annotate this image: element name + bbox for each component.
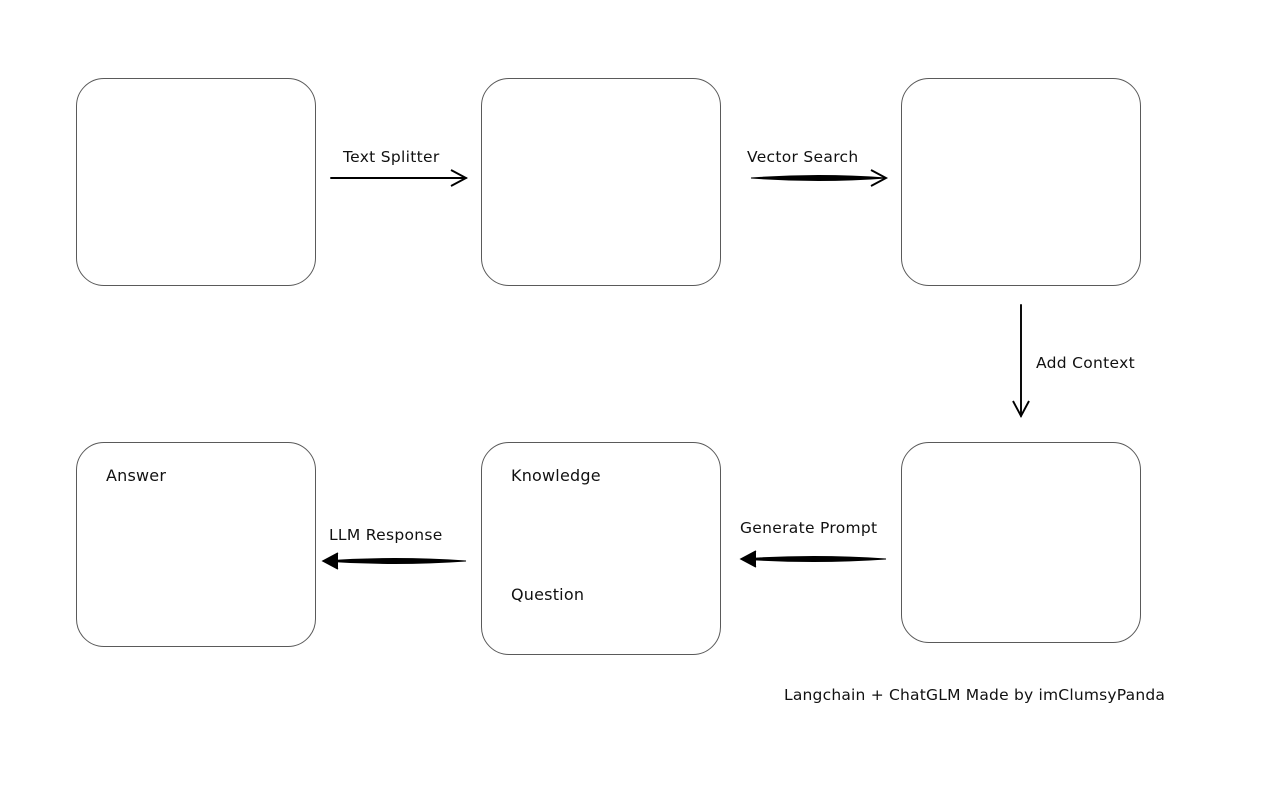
node-vector-matched-chunks: [901, 78, 1141, 286]
edge-label-llm-response: LLM Response: [329, 526, 443, 544]
node-source-document: [76, 78, 316, 286]
edge-label-add-context: Add Context: [1036, 354, 1135, 372]
edge-llm-response-arrowhead: [321, 552, 339, 570]
node-prompt: [481, 442, 721, 655]
edge-vector-search-line: [750, 175, 887, 181]
edge-generate-prompt-line: [740, 556, 887, 562]
edge-label-generate-prompt: Generate Prompt: [740, 519, 878, 537]
edge-add-context-arrowhead: [1012, 400, 1030, 419]
diagram-caption: Langchain + ChatGLM Made by imClumsyPand…: [784, 686, 1166, 704]
edge-llm-response: [321, 552, 467, 570]
edge-text-splitter: [330, 169, 469, 187]
edge-vector-search: [750, 169, 889, 187]
edge-label-vector-search: Vector Search: [747, 148, 859, 166]
node-answer: [76, 442, 316, 647]
edge-label-text-splitter: Text Splitter: [343, 148, 440, 166]
edge-add-context: [1012, 304, 1030, 419]
node-context-augmented-chunks: [901, 442, 1141, 643]
edge-generate-prompt: [739, 550, 887, 568]
edge-llm-response-line: [322, 558, 467, 564]
node-answer-section-label-0: Answer: [106, 466, 167, 485]
node-prompt-section-label-1: Question: [511, 585, 585, 604]
node-split-chunks: [481, 78, 721, 286]
node-prompt-section-label-0: Knowledge: [511, 466, 601, 485]
edge-generate-prompt-arrowhead: [739, 550, 757, 568]
edge-text-splitter-arrowhead: [450, 169, 469, 187]
edge-vector-search-arrowhead: [870, 169, 889, 187]
